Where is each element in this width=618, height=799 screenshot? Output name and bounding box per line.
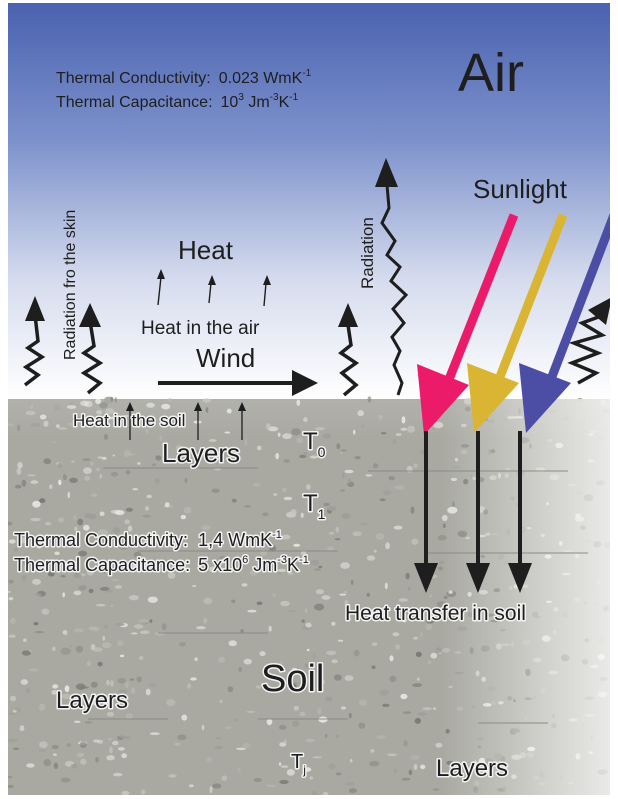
arrowhead (238, 402, 246, 411)
radiation-wave (80, 320, 104, 395)
arrowhead (414, 563, 438, 593)
sunlight-ray-blue (543, 213, 610, 389)
tj-label: Tj (291, 751, 306, 777)
air-capacitance: Thermal Capacitance:103 Jm-3K-1 (56, 92, 299, 111)
heat-transfer-arrows (414, 431, 532, 593)
soil-fade (8, 399, 610, 795)
air-region (8, 3, 610, 399)
sunlight-ray-pink (441, 213, 519, 389)
sunlight-label: Sunlight (473, 174, 568, 204)
arrowhead (126, 402, 134, 411)
arrowhead (466, 563, 490, 593)
arrowhead (417, 364, 469, 435)
arrowhead (194, 402, 202, 411)
arrowhead (467, 363, 519, 433)
arrowhead (338, 303, 358, 327)
arrowhead (292, 370, 318, 396)
soil-air-diagram: Air Thermal Conductivity:0.023 WmK-1 The… (8, 3, 610, 795)
layers-top-label: Layers (162, 438, 240, 468)
arrowhead (519, 363, 571, 433)
radiation-skin-label: Radiation fro the skin (62, 210, 79, 360)
arrowhead (208, 275, 216, 285)
heat-in-soil-arrows (126, 402, 246, 440)
radiation-squiggle-right (567, 298, 610, 385)
heat-in-air-label: Heat in the air (141, 318, 260, 339)
arrowhead (508, 563, 532, 593)
heat-arrow (263, 282, 267, 307)
radiation-wave (22, 314, 46, 387)
heat-transfer-label: Heat transfer in soil (345, 602, 526, 625)
wind-label: Wind (196, 343, 255, 373)
radiation-label: Radiation (358, 217, 377, 289)
arrowhead (263, 275, 271, 285)
soil-capacitance: Thermal Capacitance:5 x106 Jm-3K-1 (14, 554, 309, 575)
heat-arrow (208, 282, 212, 304)
air-conductivity: Thermal Conductivity:0.023 WmK-1 (56, 68, 312, 87)
radiation-squiggle-mid (338, 303, 360, 397)
layers-right-label: Layers (436, 755, 508, 782)
heat-arrows (157, 269, 271, 307)
t1-label: T1 (303, 490, 326, 522)
sunlight-ray-yellow (491, 213, 568, 389)
arrowhead (79, 303, 101, 327)
soil-conductivity: Thermal Conductivity:1,4 WmK-1 (14, 529, 282, 550)
sunlight-arrows (417, 213, 610, 435)
layer-lines (88, 467, 588, 724)
arrowhead (25, 296, 45, 321)
radiation-squiggles-left (22, 314, 104, 395)
soil-title: Soil (261, 658, 324, 700)
arrowhead (375, 158, 398, 187)
transfer-shaft (476, 431, 480, 571)
diagram-canvas: Air Thermal Conductivity:0.023 WmK-1 The… (8, 3, 610, 795)
heat-in-soil-label: Heat in the soil (73, 411, 185, 430)
soil-fade-top (8, 399, 610, 439)
transfer-shaft (424, 431, 428, 571)
heat-arrow (157, 276, 162, 306)
transfer-shaft (518, 431, 522, 571)
wind-arrow (158, 370, 318, 396)
arrowhead (157, 269, 165, 279)
radiation-arrowheads-left (25, 296, 101, 327)
t0-label: T0 (303, 428, 326, 460)
heat-label: Heat (178, 235, 234, 265)
air-title: Air (458, 43, 524, 103)
arrowhead (588, 298, 610, 325)
layers-left-label: Layers (56, 687, 128, 714)
radiation-arrow (375, 158, 409, 396)
